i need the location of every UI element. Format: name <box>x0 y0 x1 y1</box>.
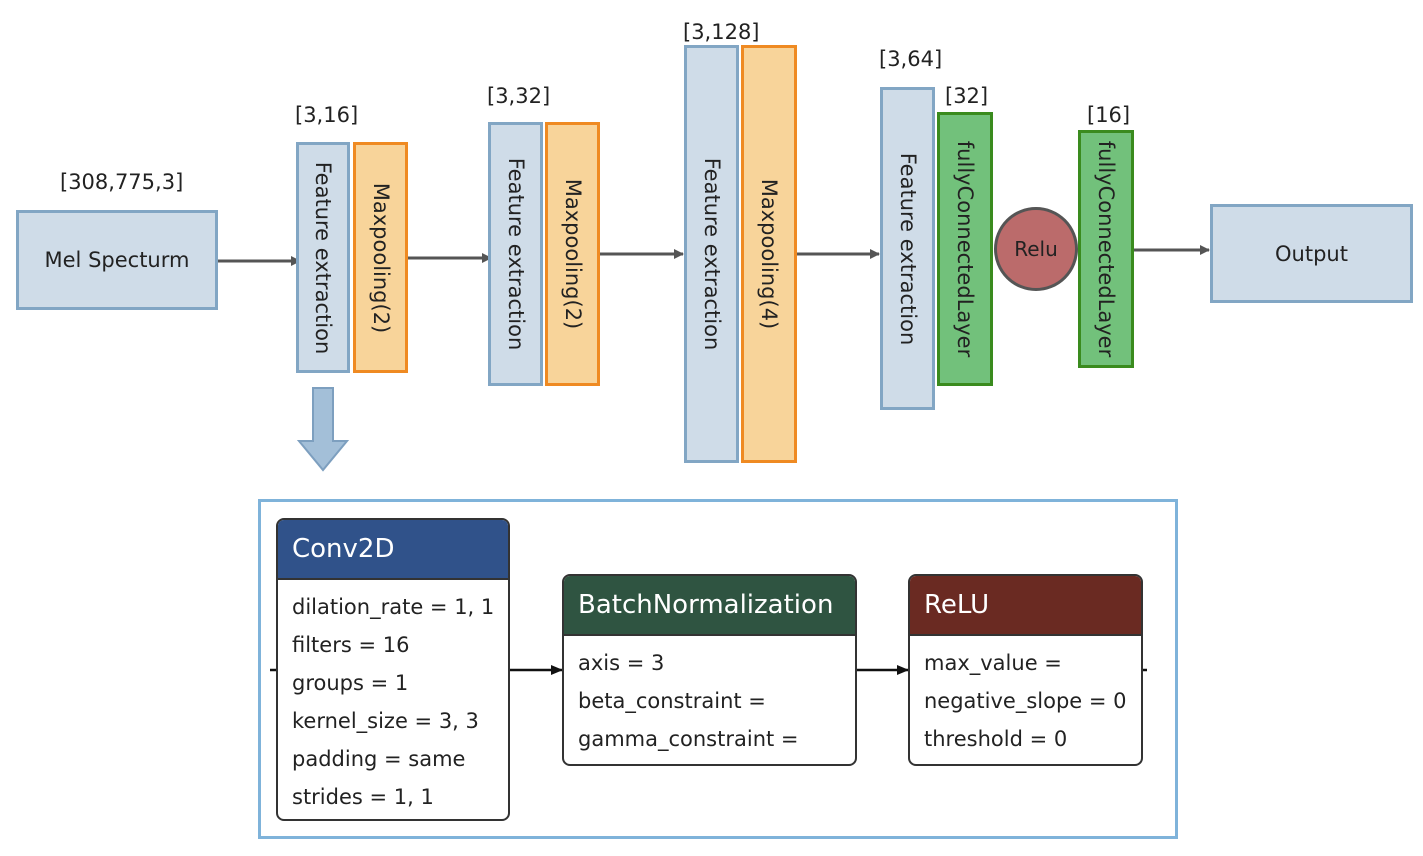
relu-node: Relu <box>994 207 1078 291</box>
fc1-dims-label: [32] <box>945 84 989 108</box>
block1-pool-label: Maxpooling(2) <box>368 182 393 333</box>
conv2d-param: strides = 1, 1 <box>292 785 434 809</box>
expand-down-arrow <box>296 387 350 472</box>
relu-card: ReLU max_value = negative_slope = 0 thre… <box>908 574 1143 766</box>
batchnorm-param: axis = 3 <box>578 651 665 675</box>
block4-feature-box: Feature extraction <box>880 87 935 410</box>
feature-extraction-detail-frame <box>258 499 1178 839</box>
input-dims-label: [308,775,3] <box>60 170 184 194</box>
relu-card-params: max_value = negative_slope = 0 threshold… <box>910 636 1141 758</box>
relu-label: Relu <box>1014 237 1058 261</box>
relu-param: negative_slope = 0 <box>924 689 1127 713</box>
block4-dims-label: [3,64] <box>879 47 943 71</box>
block1-dims-label: [3,16] <box>295 103 359 127</box>
output-box: Output <box>1210 204 1413 303</box>
block2-pool-box: Maxpooling(2) <box>545 122 600 386</box>
conv2d-param: dilation_rate = 1, 1 <box>292 595 495 619</box>
block1-pool-box: Maxpooling(2) <box>353 142 408 373</box>
fc1-label: fullyConnectedLayer <box>953 140 977 358</box>
relu-param: threshold = 0 <box>924 727 1068 751</box>
batchnorm-title: BatchNormalization <box>564 576 855 636</box>
block4-feature-label: Feature extraction <box>895 152 920 345</box>
fc2-dims-label: [16] <box>1087 103 1131 127</box>
block3-pool-box: Maxpooling(4) <box>741 45 797 463</box>
batchnorm-params: axis = 3 beta_constraint = gamma_constra… <box>564 636 855 758</box>
input-label: Mel Specturm <box>44 248 190 272</box>
block3-feature-label: Feature extraction <box>699 157 724 351</box>
conv2d-param: filters = 16 <box>292 633 410 657</box>
relu-param: max_value = <box>924 651 1062 675</box>
block3-feature-box: Feature extraction <box>684 45 739 463</box>
block2-dims-label: [3,32] <box>487 84 551 108</box>
input-box: Mel Specturm <box>16 210 218 310</box>
block3-dims-label: [3,128] <box>683 20 760 44</box>
block2-pool-label: Maxpooling(2) <box>560 178 585 330</box>
block1-feature-box: Feature extraction <box>296 142 350 373</box>
fc2-label: fullyConnectedLayer <box>1094 140 1118 358</box>
fc2-box: fullyConnectedLayer <box>1078 130 1134 368</box>
fc1-box: fullyConnectedLayer <box>937 112 993 386</box>
output-label: Output <box>1275 241 1348 266</box>
conv2d-title: Conv2D <box>278 520 508 580</box>
block3-pool-label: Maxpooling(4) <box>757 178 781 330</box>
relu-card-title: ReLU <box>910 576 1141 636</box>
batchnorm-param: gamma_constraint = <box>578 727 799 751</box>
batchnorm-card: BatchNormalization axis = 3 beta_constra… <box>562 574 857 766</box>
block1-feature-label: Feature extraction <box>311 161 335 354</box>
conv2d-card: Conv2D dilation_rate = 1, 1 filters = 16… <box>276 518 510 821</box>
conv2d-params: dilation_rate = 1, 1 filters = 16 groups… <box>278 580 508 816</box>
block2-feature-box: Feature extraction <box>488 122 543 386</box>
block2-feature-label: Feature extraction <box>503 157 528 351</box>
conv2d-param: kernel_size = 3, 3 <box>292 709 479 733</box>
conv2d-param: padding = same <box>292 747 466 771</box>
conv2d-param: groups = 1 <box>292 671 409 695</box>
batchnorm-param: beta_constraint = <box>578 689 766 713</box>
